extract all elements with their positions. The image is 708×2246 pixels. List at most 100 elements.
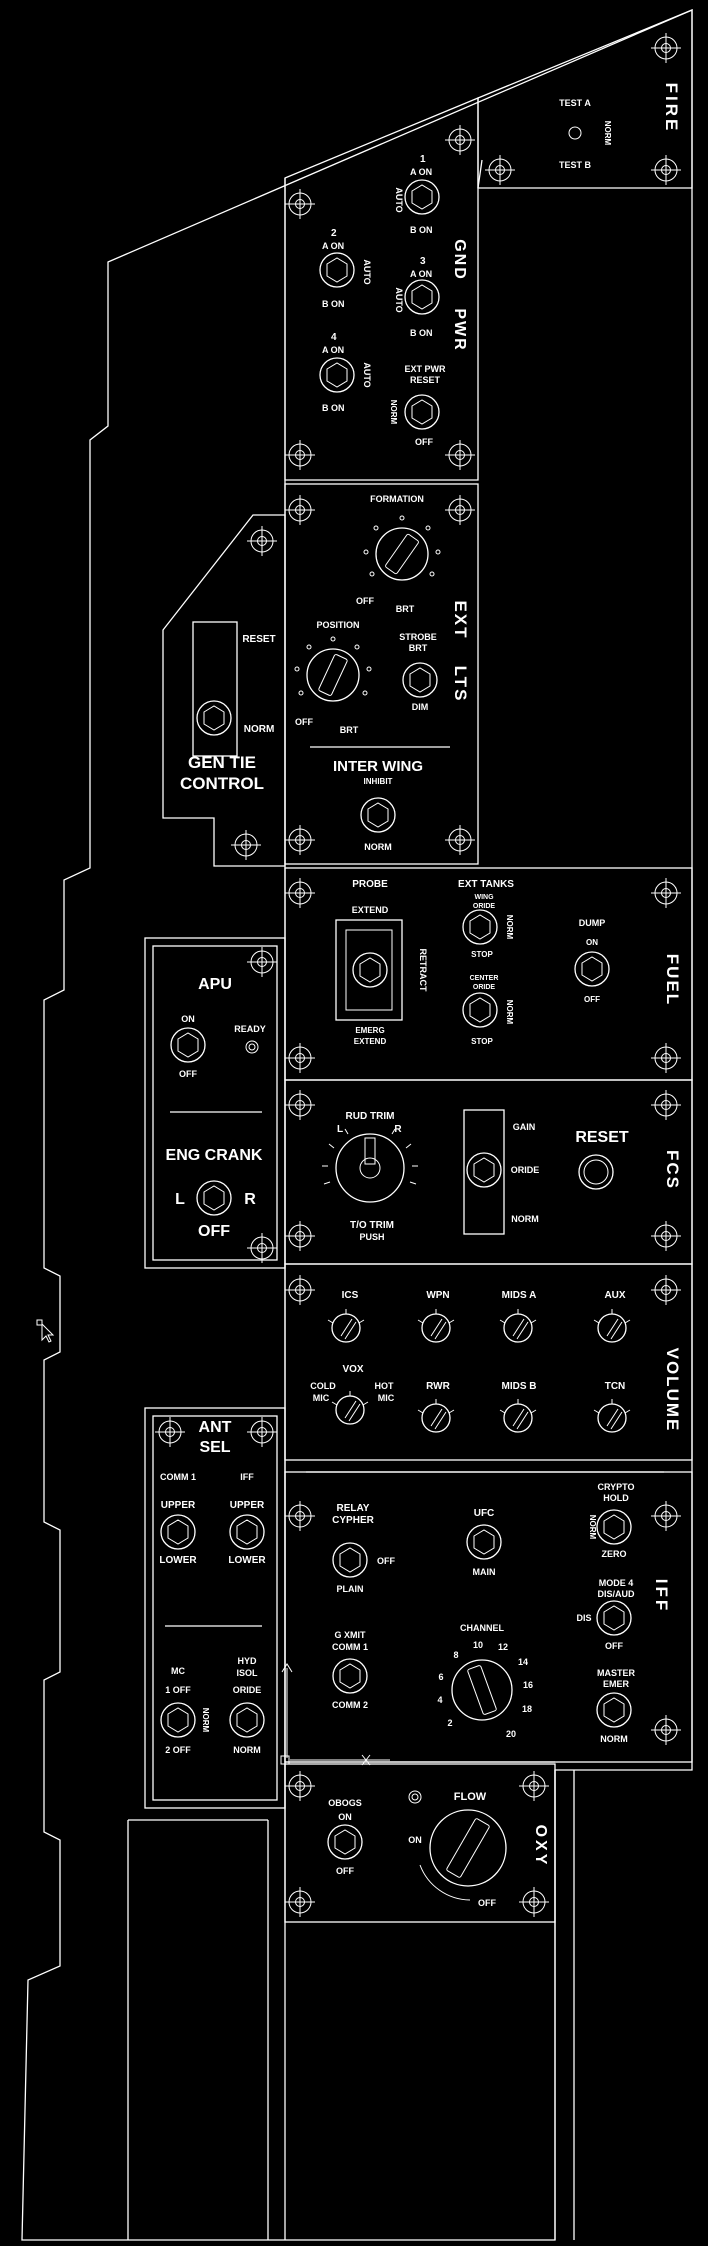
fastener-icon <box>284 1886 316 1918</box>
channel-6: 6 <box>438 1672 443 1682</box>
fastener-icon <box>444 494 476 526</box>
probe-switch[interactable] <box>352 952 388 988</box>
channel-knob[interactable] <box>451 1659 513 1721</box>
crypto-switch[interactable] <box>596 1509 632 1545</box>
ics-knob[interactable] <box>327 1308 365 1343</box>
xmit-label: G XMIT <box>335 1630 367 1640</box>
mode4-switch[interactable] <box>596 1600 632 1636</box>
gen-tie-switch[interactable] <box>196 700 232 736</box>
mode4-off: OFF <box>605 1641 623 1651</box>
gen-tie-title-2: CONTROL <box>180 774 264 793</box>
iff-upper: UPPER <box>230 1500 265 1511</box>
channel-20: 20 <box>506 1729 516 1739</box>
relay-switch[interactable] <box>332 1542 368 1578</box>
fire-test-a: TEST A <box>559 98 591 108</box>
fire-panel: TEST A TEST B NORM FIRE <box>477 9 693 189</box>
apu-off: OFF <box>179 1069 197 1079</box>
console-outline <box>21 9 693 2241</box>
rud-trim-label: RUD TRIM <box>346 1111 395 1122</box>
apu-title: APU <box>198 976 232 993</box>
hot-mic-2: MIC <box>378 1393 395 1403</box>
comm1-upper: UPPER <box>161 1500 196 1511</box>
gnd-pwr-switch-2[interactable] <box>319 252 355 288</box>
ant-sel-title-1: ANT <box>199 1419 232 1436</box>
gnd-pwr-sw1-num: 1 <box>420 154 426 165</box>
vox-knob[interactable] <box>331 1390 369 1425</box>
master-switch[interactable] <box>596 1692 632 1728</box>
rwr-knob[interactable] <box>417 1398 455 1433</box>
gnd-pwr-sw1-b: B ON <box>410 225 433 235</box>
apu-panel: APU ON OFF READY ENG CRANK L R OFF <box>144 937 286 1269</box>
wing-norm: NORM <box>505 915 514 940</box>
fastener-icon <box>284 1089 316 1121</box>
ufc-switch[interactable] <box>466 1524 502 1560</box>
fastener-icon <box>650 1220 682 1252</box>
obogs-switch[interactable] <box>327 1824 363 1860</box>
aux-knob[interactable] <box>593 1308 631 1343</box>
fire-test-switch[interactable] <box>568 126 582 140</box>
crypto-norm: NORM <box>588 1515 597 1540</box>
channel-label: CHANNEL <box>460 1623 505 1633</box>
ufc-main: MAIN <box>473 1567 496 1577</box>
ext-pwr-reset-label: RESET <box>410 375 441 385</box>
crypto-label: CRYPTO <box>597 1482 634 1492</box>
gain-oride-switch[interactable] <box>466 1152 502 1188</box>
fastener-icon <box>284 188 316 220</box>
gen-tie-panel: RESET NORM GEN TIE CONTROL <box>162 514 286 867</box>
eng-crank-switch[interactable] <box>196 1180 232 1216</box>
mids-b-knob[interactable] <box>499 1398 537 1433</box>
iff-ant-switch[interactable] <box>229 1514 265 1550</box>
mc-switch[interactable] <box>160 1702 196 1738</box>
ant-sel-panel: ANT SEL COMM 1 IFF UPPER LOWER UPPER LOW… <box>144 1407 286 1809</box>
pointer-cursor-icon <box>36 1319 55 1343</box>
dump-off: OFF <box>584 995 600 1004</box>
fastener-icon <box>284 877 316 909</box>
position-label: POSITION <box>316 620 359 630</box>
fastener-icon <box>284 494 316 526</box>
volume-panel: ICS WPN MIDS A AUX VOX COLD MIC HOT MIC … <box>284 1263 693 1473</box>
probe-emerg: EMERG <box>355 1026 384 1035</box>
ext-lts-panel: FORMATION OFF BRT POSITION OFF BRT STROB… <box>284 483 479 865</box>
xmit-switch[interactable] <box>332 1658 368 1694</box>
fastener-icon <box>246 1416 278 1448</box>
dump-switch[interactable] <box>574 951 610 987</box>
position-knob[interactable] <box>294 636 372 702</box>
ext-pwr-reset-switch[interactable] <box>404 394 440 430</box>
mode4-dis: DIS <box>576 1613 591 1623</box>
xmit-comm1: COMM 1 <box>332 1642 368 1652</box>
fastener-icon <box>284 824 316 856</box>
wing-oride-2: ORIDE <box>473 903 496 910</box>
fastener-icon <box>650 32 682 64</box>
probe-extend: EXTEND <box>352 905 389 915</box>
channel-2: 2 <box>447 1718 452 1728</box>
flow-knob[interactable] <box>429 1809 507 1887</box>
mids-a-knob[interactable] <box>499 1308 537 1343</box>
wing-oride-1: WING <box>474 894 494 901</box>
rud-trim-knob[interactable] <box>322 1128 418 1203</box>
apu-switch[interactable] <box>170 1027 206 1063</box>
strobe-switch[interactable] <box>402 662 438 698</box>
gnd-pwr-title-2: PWR <box>451 308 468 351</box>
gnd-pwr-sw1-auto: AUTO <box>394 187 404 212</box>
formation-knob[interactable] <box>363 515 441 581</box>
gnd-pwr-switch-3[interactable] <box>404 279 440 315</box>
strobe-dim: DIM <box>412 702 429 712</box>
xmit-comm2: COMM 2 <box>332 1700 368 1710</box>
gnd-pwr-switch-1[interactable] <box>404 179 440 215</box>
channel-8: 8 <box>453 1650 458 1660</box>
inter-wing-switch[interactable] <box>360 797 396 833</box>
wing-oride-switch[interactable] <box>462 909 498 945</box>
gnd-pwr-title-1: GND <box>451 239 468 281</box>
wpn-knob[interactable] <box>417 1308 455 1343</box>
tcn-knob[interactable] <box>593 1398 631 1433</box>
hyd-isol-switch[interactable] <box>229 1702 265 1738</box>
gnd-pwr-switch-4[interactable] <box>319 357 355 393</box>
gnd-pwr-sw2-auto: AUTO <box>362 259 372 284</box>
center-oride-switch[interactable] <box>462 992 498 1028</box>
fcs-reset-button[interactable] <box>578 1154 614 1190</box>
fcs-oride: ORIDE <box>511 1165 540 1175</box>
comm1-ant-switch[interactable] <box>160 1514 196 1550</box>
relay-cypher: CYPHER <box>332 1515 374 1526</box>
center-stop: STOP <box>471 1037 493 1046</box>
